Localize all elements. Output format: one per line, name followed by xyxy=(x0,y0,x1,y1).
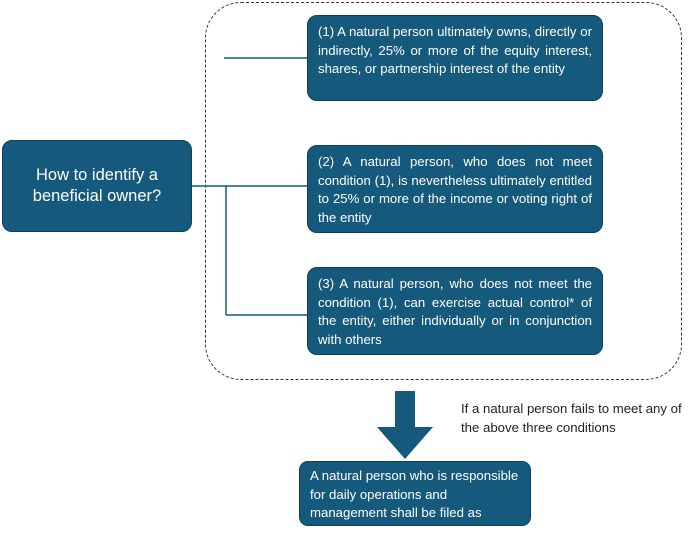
condition-3-box: (3) A natural person, who does not meet … xyxy=(307,267,603,355)
condition-1-text: (1) A natural person ultimately owns, di… xyxy=(318,24,592,76)
condition-2-box: (2) A natural person, who does not meet … xyxy=(307,145,603,233)
condition-2-text: (2) A natural person, who does not meet … xyxy=(318,154,592,225)
connector-lines xyxy=(192,57,433,459)
condition-1-box: (1) A natural person ultimately owns, di… xyxy=(307,15,603,101)
conditions-group-border xyxy=(205,2,682,380)
result-box: A natural person who is responsible for … xyxy=(299,461,531,539)
question-text: How to identify a beneficial owner? xyxy=(32,166,162,205)
condition-3-text: (3) A natural person, who does not meet … xyxy=(318,276,592,347)
down-arrow-icon xyxy=(377,391,433,459)
question-box: How to identify a beneficial owner? xyxy=(2,140,192,232)
fallback-note: If a natural person fails to meet any of… xyxy=(461,401,682,435)
